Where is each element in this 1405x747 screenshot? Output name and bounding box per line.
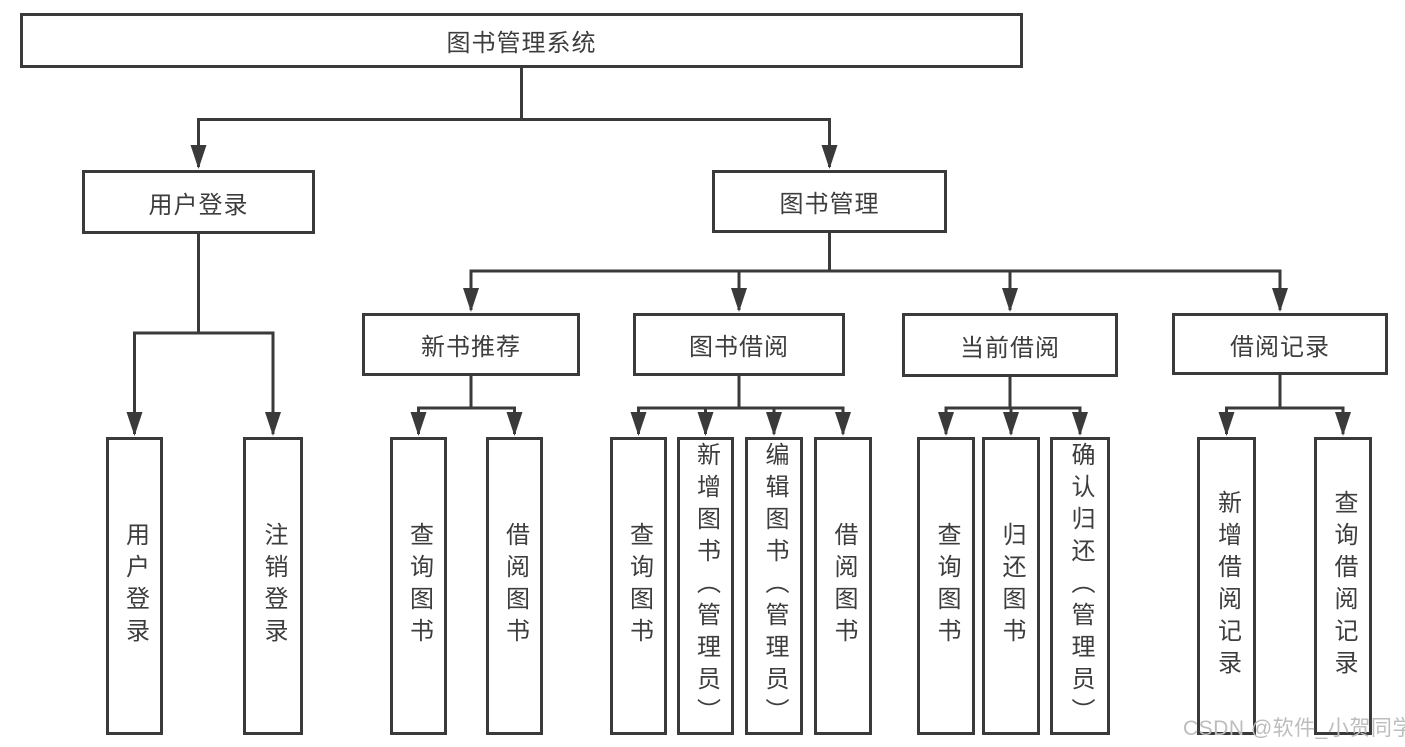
node-book-borrowing: 图书借阅 bbox=[633, 313, 845, 376]
leaf-logout: 注销登录 bbox=[243, 437, 303, 735]
leaf-borrowing-query-books: 查询图书 bbox=[610, 437, 667, 735]
leaf-current-query-books: 查询图书 bbox=[917, 437, 975, 735]
connector-new-book-recommend-children bbox=[410, 376, 523, 436]
leaf-add-book-admin: 新增图书（管理员） bbox=[677, 437, 734, 735]
leaf-query-borrow-record: 查询借阅记录 bbox=[1314, 437, 1372, 735]
connector-book-management-children bbox=[463, 233, 1288, 312]
leaf-return-books: 归还图书 bbox=[982, 437, 1040, 735]
leaf-recommend-query-books: 查询图书 bbox=[390, 437, 447, 735]
leaf-add-borrow-record: 新增借阅记录 bbox=[1197, 437, 1256, 735]
leaf-confirm-return-admin: 确认归还（管理员） bbox=[1050, 437, 1110, 735]
connector-user-login-children bbox=[126, 234, 281, 436]
csdn-watermark: CSDN @软件_小贺同学 bbox=[1183, 717, 1405, 740]
connector-borrowing-records-children bbox=[1218, 375, 1351, 436]
node-new-book-recommend: 新书推荐 bbox=[362, 313, 580, 376]
connector-root-to-level2 bbox=[190, 68, 838, 169]
node-user-login: 用户登录 bbox=[82, 170, 315, 234]
leaf-edit-book-admin: 编辑图书（管理员） bbox=[745, 437, 803, 735]
connector-book-borrowing-children bbox=[630, 376, 851, 436]
leaf-borrowing-borrow-books: 借阅图书 bbox=[814, 437, 872, 735]
leaf-user-login: 用户登录 bbox=[106, 437, 163, 735]
node-library-management-system: 图书管理系统 bbox=[20, 13, 1023, 68]
node-borrowing-records: 借阅记录 bbox=[1172, 313, 1388, 375]
node-book-management: 图书管理 bbox=[712, 170, 947, 233]
node-current-borrowing: 当前借阅 bbox=[902, 313, 1118, 377]
connector-current-borrowing-children bbox=[938, 377, 1088, 436]
leaf-recommend-borrow-books: 借阅图书 bbox=[486, 437, 543, 735]
